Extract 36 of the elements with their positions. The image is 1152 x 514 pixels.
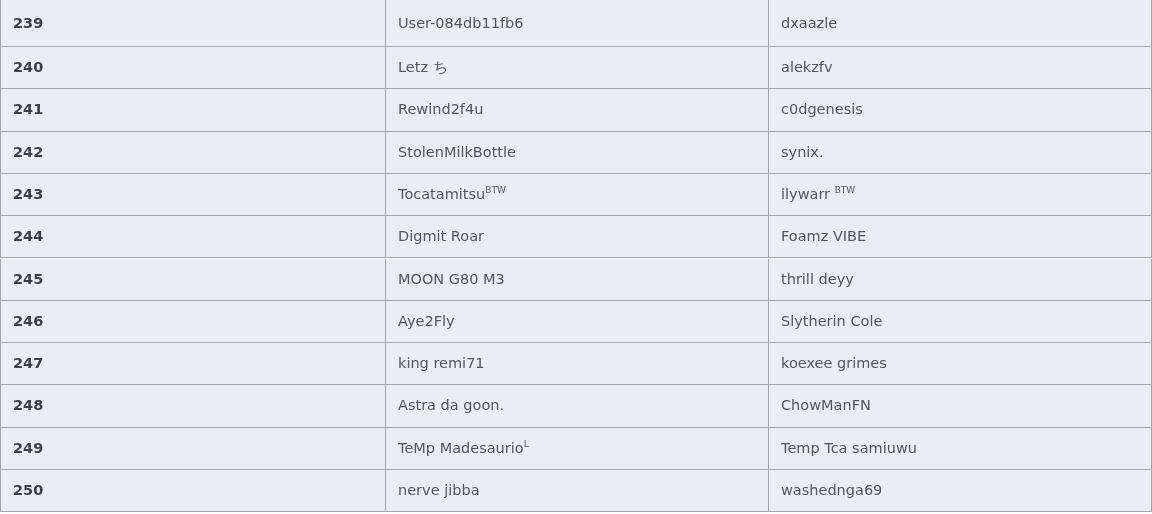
- row-number-cell: 249: [0, 427, 386, 470]
- username-cell: nerve jibba: [386, 470, 769, 513]
- username-cell: Foamz VIBE: [769, 216, 1152, 259]
- username-cell: Temp Tca samiuwu: [769, 427, 1152, 470]
- username-cell: alekzfv: [769, 47, 1152, 90]
- username-cell: c0dgenesis: [769, 89, 1152, 132]
- username-cell: Aye2Fly: [386, 300, 769, 344]
- username-cell: Astra da goon.: [386, 385, 769, 428]
- row-number-cell: 241: [0, 89, 386, 132]
- username-cell: Tocatamitsu$^{BTW}$: [386, 173, 769, 217]
- row-number-cell: 239: [0, 0, 386, 47]
- username-cell: Rewind2f4u: [386, 89, 769, 132]
- username-cell: Digmit Roar: [386, 216, 769, 259]
- username-cell: TeMp Madesaurio$^{L}$: [386, 427, 769, 470]
- username-cell: StolenMilkBottle: [386, 131, 769, 174]
- username-cell: koexee grimes: [769, 343, 1152, 386]
- row-number-cell: 246: [0, 300, 386, 344]
- username-cell: washednga69: [769, 470, 1152, 513]
- username-cell: ChowManFN: [769, 385, 1152, 428]
- row-number-cell: 245: [0, 258, 386, 301]
- username-cell: Slytherin Cole: [769, 300, 1152, 344]
- username-cell: User-084db11fb6: [386, 0, 769, 47]
- username-cell: Letz ち: [386, 47, 769, 90]
- row-number-cell: 244: [0, 216, 386, 259]
- username-cell: king remi71: [386, 343, 769, 386]
- username-cell: thrill deyy: [769, 258, 1152, 301]
- row-number-cell: 250: [0, 470, 386, 513]
- row-number-cell: 247: [0, 343, 386, 386]
- username-cell: ilywarr $^{BTW}$: [769, 173, 1152, 217]
- username-cell: synix.: [769, 131, 1152, 174]
- username-cell: MOON G80 M3: [386, 258, 769, 301]
- username-cell: dxaazle: [769, 0, 1152, 47]
- row-number-cell: 248: [0, 385, 386, 428]
- row-number-cell: 242: [0, 131, 386, 174]
- row-number-cell: 243: [0, 173, 386, 217]
- row-number-cell: 240: [0, 47, 386, 90]
